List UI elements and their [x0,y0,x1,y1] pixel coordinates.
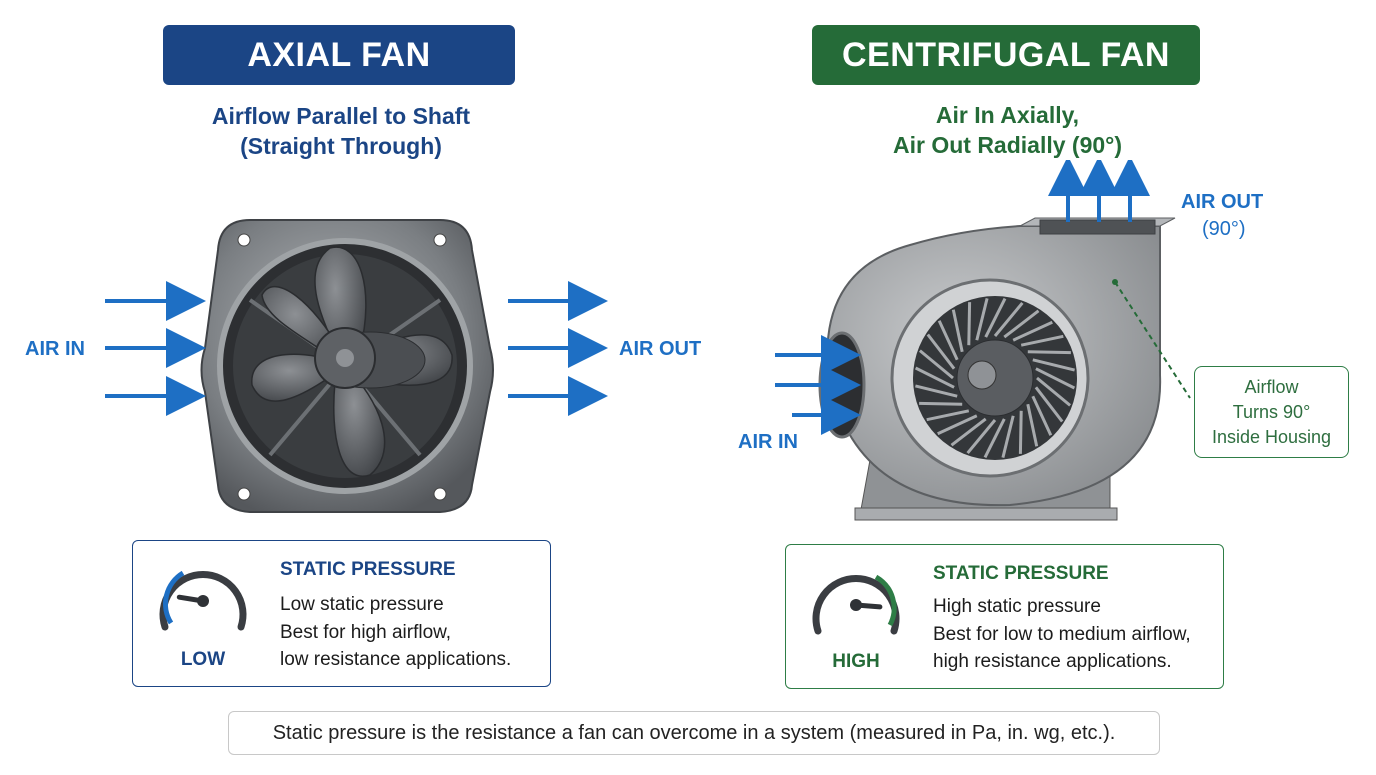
axial-subtitle-line2: (Straight Through) [240,133,442,159]
centrifugal-subtitle-line1: Air In Axially, [935,102,1080,128]
impeller-blade [1001,415,1015,458]
footer-note: Static pressure is the resistance a fan … [228,711,1160,755]
axial-gauge-label: LOW [180,649,226,670]
impeller-blade [967,302,972,346]
axial-pressure-line2: Best for high airflow, [280,622,452,643]
impeller-blade [1020,334,1064,347]
mount-hole-icon [433,487,447,501]
centrifugal-air-out-angle: (90°) [1202,218,1246,240]
axial-pressure-line1: Low static pressure [280,594,444,615]
impeller-blade [966,419,997,455]
axial-pressure-line3: low resistance applications. [280,649,512,670]
impeller-blade [1035,367,1076,390]
impeller-blade [1012,320,1053,342]
mount-hole-icon [433,233,447,247]
impeller-blade [1034,386,1064,423]
impeller-blade [926,409,970,422]
centrifugal-static-pressure-card: HIGH STATIC PRESSURE High static pressur… [785,544,1224,689]
centrifugal-subtitle: Air In Axially, Air Out Radially (90°) [820,100,1195,160]
impeller-blade [993,301,1024,337]
impeller-blade [983,418,1006,459]
axial-fan-title: AXIAL FAN [163,25,515,85]
impeller-blades-icon [914,297,1076,459]
axial-fan-illustration [105,219,608,513]
axial-air-in-label: AIR IN [25,338,85,360]
impeller-blade [1026,403,1039,447]
impeller-blade [918,349,954,380]
centrifugal-subtitle-line2: Air Out Radially (90°) [892,132,1123,158]
impeller-hub-icon [967,360,997,390]
high-pressure-gauge-icon [812,574,900,635]
mount-hole-icon [237,487,251,501]
impeller-blade [937,414,978,436]
impeller-blade [984,297,1007,338]
axial-static-pressure-card: LOW STATIC PRESSURE Low static pressure … [132,540,551,687]
centrifugal-pressure-line1: High static pressure [933,596,1101,617]
impeller-blade [915,384,958,398]
centrifugal-pressure-line2: Best for low to medium airflow, [933,624,1191,645]
gauge-pivot-icon [197,595,209,607]
axial-air-out-label: AIR OUT [619,338,702,360]
centrifugal-air-in-label: AIR IN [738,431,798,453]
impeller-blade [926,333,956,370]
impeller-blade [1018,410,1023,454]
axial-subtitle: Airflow Parallel to Shaft (Straight Thro… [150,101,532,161]
impeller-blade [1032,358,1075,372]
mount-hole-icon [237,233,251,247]
airflow-turn-note: Airflow Turns 90° Inside Housing [1194,366,1349,458]
gauge-pivot-icon [850,599,862,611]
note-line2: Turns 90° [1232,402,1311,422]
impeller-blade [1031,395,1053,436]
impeller-blade [919,401,963,406]
centrifugal-pressure-heading: STATIC PRESSURE [933,563,1109,584]
impeller-blade [1003,309,1040,339]
centrifugal-fan-title: CENTRIFUGAL FAN [812,25,1200,85]
axial-subtitle-line1: Airflow Parallel to Shaft [211,103,471,129]
impeller-blade [951,309,964,353]
centrifugal-pressure-line3: high resistance applications. [933,651,1172,672]
impeller-blade [914,366,955,389]
impeller-blade [975,298,989,341]
low-pressure-gauge-icon [159,570,247,631]
impeller-blade [1027,350,1071,355]
impeller-blade [1036,376,1072,407]
note-line1: Airflow [1244,377,1299,397]
impeller-blade [950,417,987,447]
centrifugal-gauge-label: HIGH [832,651,880,672]
axial-pressure-heading: STATIC PRESSURE [280,559,456,580]
note-line3: Inside Housing [1211,427,1332,447]
centrifugal-fan-illustration [775,160,1191,521]
centrifugal-air-out-label: AIR OUT [1181,191,1264,213]
impeller-blade [937,320,959,361]
